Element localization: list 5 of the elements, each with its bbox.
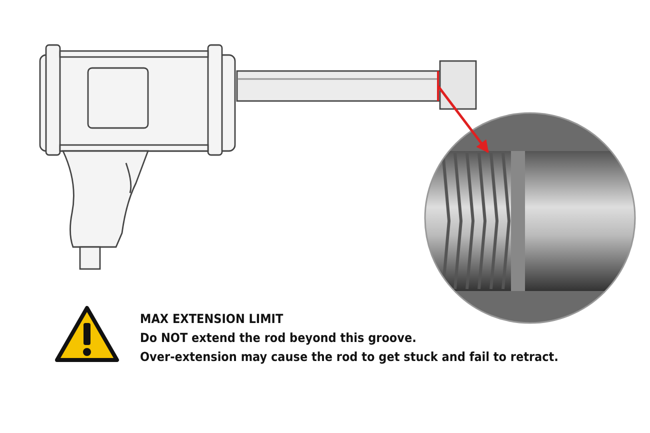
rod-drawing [236, 58, 478, 110]
arrow [437, 85, 489, 153]
warning-heading: MAX EXTENSION LIMIT [140, 311, 284, 326]
warning-text: Over-extension may cause the rod to get stuck and fail to retract. [140, 349, 558, 364]
warning-text: Do NOT extend the rod beyond this groove. [140, 330, 416, 345]
